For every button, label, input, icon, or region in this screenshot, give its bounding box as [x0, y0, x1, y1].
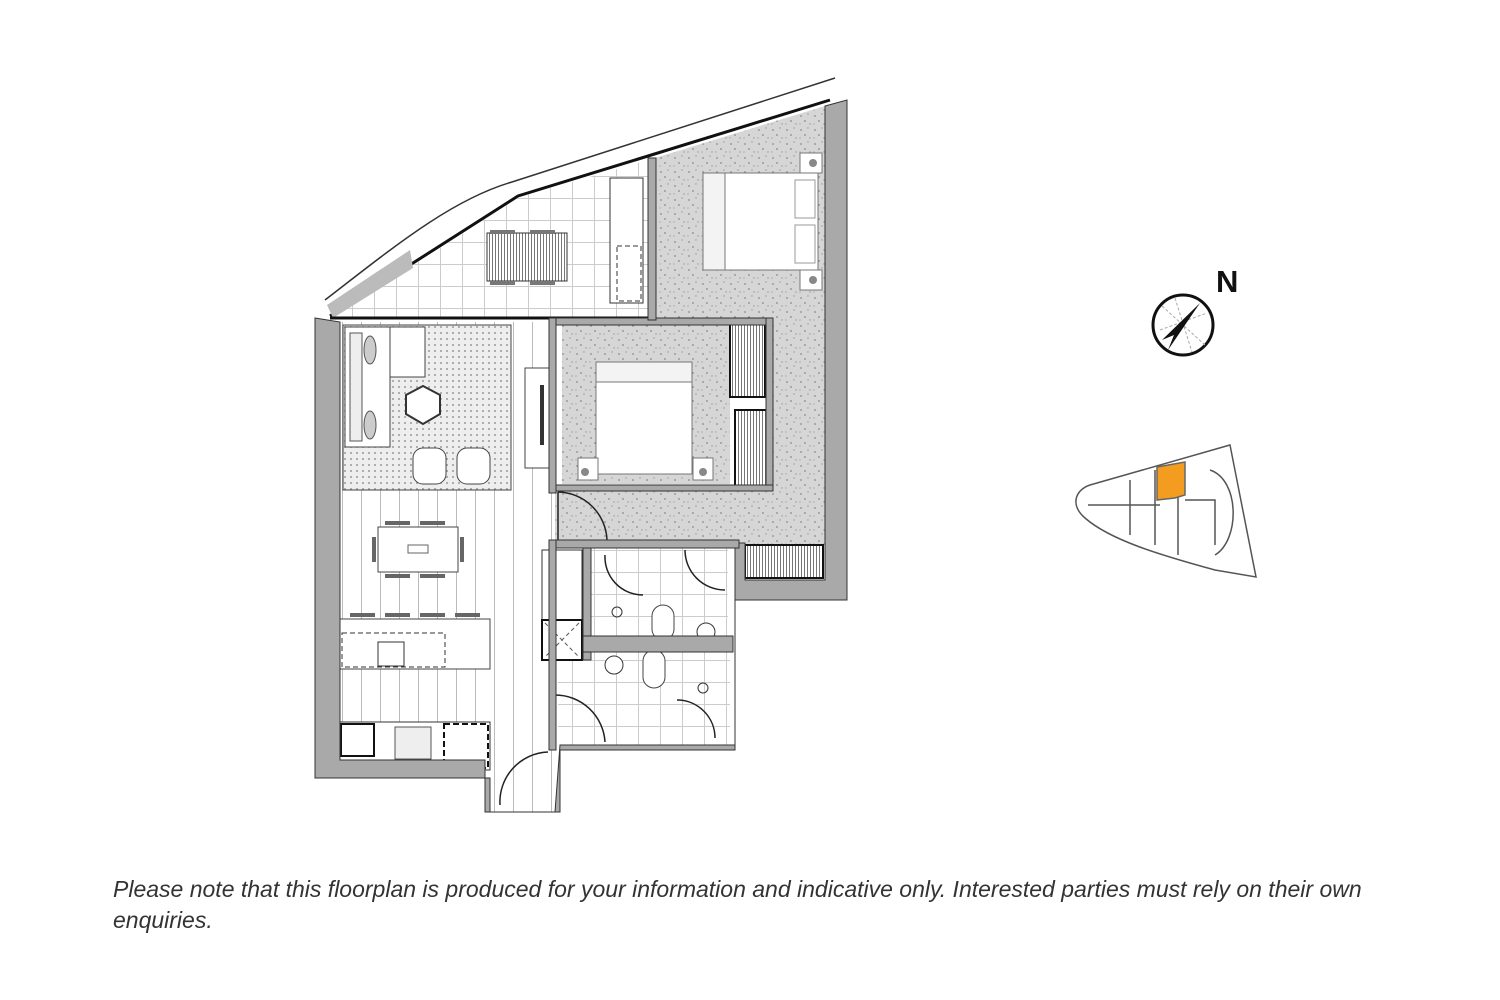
- doors: [499, 491, 726, 806]
- tv-unit: [524, 367, 551, 469]
- wardrobe: [744, 544, 824, 579]
- disclaimer-text: Please note that this floorplan is produ…: [113, 876, 1362, 933]
- bed-2: [577, 361, 714, 481]
- wardrobe: [734, 409, 771, 489]
- basin-icon: [604, 655, 624, 675]
- toilet-icon: [651, 604, 675, 641]
- armchair: [412, 447, 447, 485]
- walls: [314, 99, 848, 813]
- planter: [327, 250, 413, 318]
- kitchen-island: [339, 613, 491, 670]
- building-keyplan-icon: [1075, 444, 1257, 578]
- outdoor-dining-table: [486, 230, 568, 285]
- dining-table: [372, 521, 464, 578]
- wardrobe: [729, 321, 766, 398]
- coffee-table: [405, 384, 441, 426]
- cooktop-icon: [394, 726, 432, 760]
- master-bed: [702, 152, 823, 291]
- north-label: N: [1216, 264, 1239, 299]
- north-arrow-icon: [1151, 293, 1215, 357]
- sofa: [344, 326, 426, 448]
- outdoor-bench: [609, 177, 644, 304]
- toilet-icon: [642, 649, 666, 689]
- armchair: [456, 447, 491, 485]
- sink-icon: [377, 641, 405, 667]
